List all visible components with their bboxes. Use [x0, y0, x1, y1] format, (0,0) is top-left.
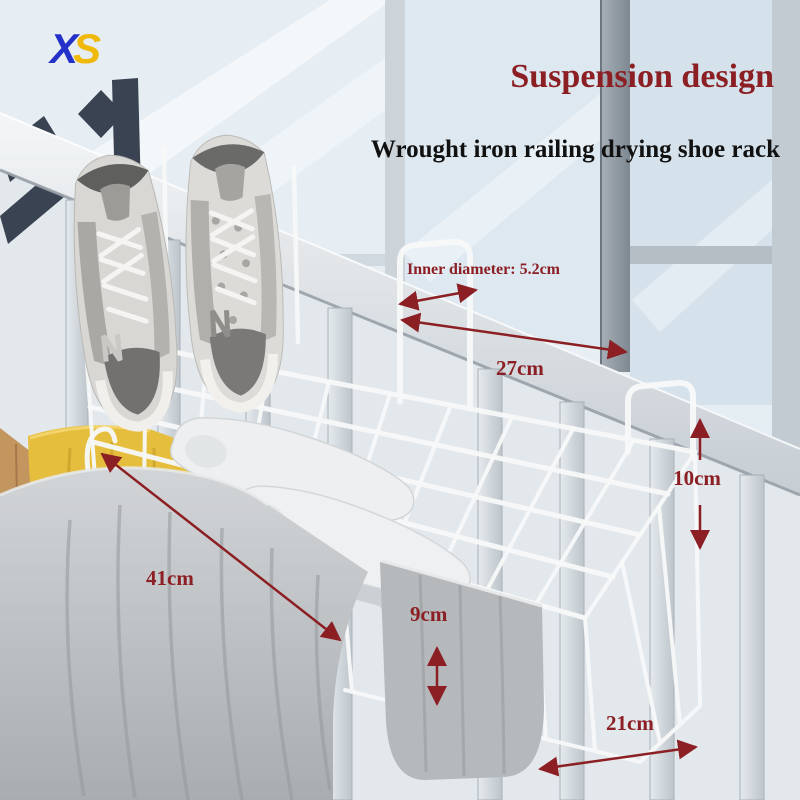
page-subtitle: Wrought iron railing drying shoe rack: [370, 136, 780, 163]
label-top-width: 27cm: [496, 356, 544, 380]
dimension-arrows: [100, 283, 710, 777]
window-frames: [0, 0, 800, 452]
label-inner-diameter: Inner diameter: 5.2cm: [407, 261, 560, 278]
rack-hook-left: [397, 238, 473, 411]
hanger-hook: [84, 426, 118, 473]
page-title: Suspension design: [510, 58, 774, 95]
shoe-n-logo: [101, 334, 123, 362]
sneaker-left: [73, 154, 178, 432]
label-bottom-width: 21cm: [606, 711, 654, 735]
dim-arrow-41cm: [100, 452, 342, 642]
dim-arrow-27cm: [400, 312, 628, 360]
rack-hook-right: [625, 379, 696, 461]
brand-logo: XS: [50, 25, 101, 72]
label-hook-height: 10cm: [673, 466, 721, 490]
towel: [380, 559, 544, 780]
label-rack-length: 41cm: [146, 566, 194, 590]
label-basket-depth: 9cm: [410, 602, 448, 626]
brand-logo-s: S: [73, 25, 101, 72]
dim-arrow-inner-diameter: [398, 283, 478, 311]
brand-logo-x: X: [50, 25, 78, 72]
shoe-n-logo: [210, 309, 231, 338]
dim-arrow-21cm: [538, 739, 698, 777]
sneaker-right: [185, 134, 284, 413]
